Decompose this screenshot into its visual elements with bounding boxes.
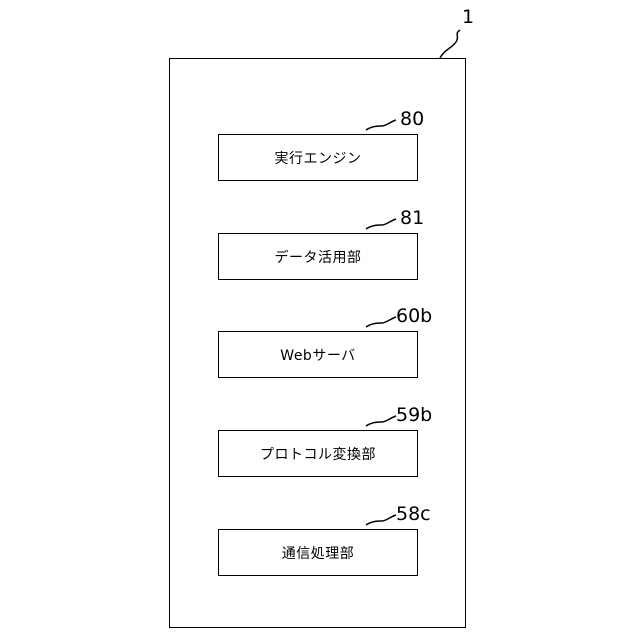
component-label: Webサーバ <box>280 345 355 365</box>
component-web-server: Webサーバ <box>218 331 418 378</box>
component-label: 実行エンジン <box>275 148 362 168</box>
component-ref-label: 59b <box>396 406 432 425</box>
component-ref-label: 81 <box>400 209 424 228</box>
component-label: プロトコル変換部 <box>260 444 376 464</box>
component-ref-label: 58c <box>396 505 431 524</box>
component-label: 通信処理部 <box>282 543 355 563</box>
leader-device <box>440 30 460 58</box>
component-protocol-converter: プロトコル変換部 <box>218 430 418 477</box>
component-execution-engine: 実行エンジン <box>218 134 418 181</box>
component-ref-label: 80 <box>400 110 424 129</box>
component-communication-processor: 通信処理部 <box>218 529 418 576</box>
component-label: データ活用部 <box>275 247 362 267</box>
device-ref-label: 1 <box>462 8 474 27</box>
component-ref-label: 60b <box>396 307 432 326</box>
component-data-utilization: データ活用部 <box>218 233 418 280</box>
